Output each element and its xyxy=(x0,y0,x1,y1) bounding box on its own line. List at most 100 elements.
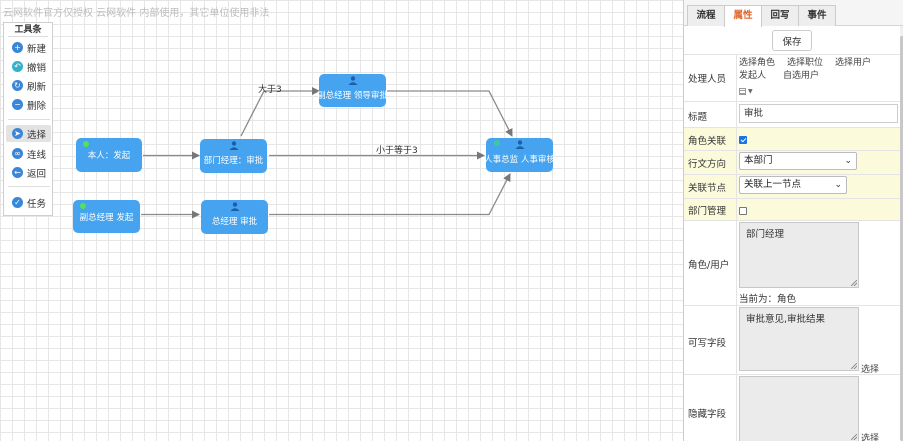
status-dot-icon xyxy=(494,140,500,146)
property-panel: 流程 属性 回写 事件 保存 处理人员 选择角色 选择职位 选择用户 发起人 自… xyxy=(683,0,903,441)
node-label: 副总经理 领导审批 xyxy=(317,90,388,101)
user-icon xyxy=(229,141,238,150)
row-divider xyxy=(684,198,900,199)
resize-grip-icon[interactable] xyxy=(851,280,857,286)
dept-manage-checkbox[interactable] xyxy=(739,207,747,215)
title-input[interactable]: 审批 xyxy=(739,104,898,123)
tab-events[interactable]: 事件 xyxy=(798,5,836,26)
plus-circle-icon: + xyxy=(12,42,23,53)
resize-grip-icon[interactable] xyxy=(851,434,857,440)
writable-select-link[interactable]: 选择 xyxy=(861,365,880,375)
tool-return-button[interactable]: ← 返回 xyxy=(6,164,51,181)
node-label: 人事总监 人事审核 xyxy=(484,155,555,165)
row-divider xyxy=(684,54,900,55)
node-vice-gm-start[interactable]: 副总经理 发起 xyxy=(73,200,140,233)
node-hr-director[interactable]: 人事总监 人事审核 xyxy=(484,138,555,172)
tool-label: 连线 xyxy=(27,149,47,161)
tool-label: 撤销 xyxy=(27,62,47,74)
role-link-checkbox[interactable] xyxy=(739,136,747,144)
handler-label: 处理人员 xyxy=(688,74,727,85)
tab-properties[interactable]: 属性 xyxy=(724,5,762,27)
panel-tabs: 流程 属性 回写 事件 xyxy=(684,0,903,27)
node-dept-manager[interactable]: 部门经理：审批 xyxy=(200,139,267,173)
row-divider xyxy=(684,220,900,221)
user-icon xyxy=(230,202,239,211)
row-highlight xyxy=(684,128,900,150)
node-label: 部门经理：审批 xyxy=(203,156,264,166)
title-label: 标题 xyxy=(688,112,708,123)
tool-task-button[interactable]: ✓ 任务 xyxy=(6,194,51,211)
start-dot-icon xyxy=(80,203,86,209)
toolbox-title: 工具条 xyxy=(8,23,48,37)
role-user-current: 当前为：角色 xyxy=(739,294,797,305)
chevron-down-icon: ⌄ xyxy=(844,156,852,166)
select-position-link[interactable]: 选择职位 xyxy=(787,58,824,68)
writable-value: 审批意见,审批结果 xyxy=(746,314,826,325)
row-divider xyxy=(684,305,900,306)
hidden-textarea[interactable] xyxy=(739,376,859,441)
chevron-down-icon: ⌄ xyxy=(834,180,842,190)
user-icon xyxy=(348,76,357,85)
role-user-value: 部门经理 xyxy=(746,229,785,240)
linked-node-select[interactable]: 关联上一节点 ⌄ xyxy=(739,176,847,194)
minus-circle-icon: − xyxy=(12,99,23,110)
row-divider xyxy=(684,374,900,375)
tool-delete-button[interactable]: − 删除 xyxy=(6,96,51,113)
edge-label-less-equal-3: 小于等于3 xyxy=(376,146,418,156)
tool-undo-button[interactable]: ↶ 撤销 xyxy=(6,58,51,75)
node-label: 总经理 审批 xyxy=(211,217,258,227)
role-user-textarea[interactable]: 部门经理 xyxy=(739,222,859,288)
panel-scrollbar[interactable] xyxy=(900,26,903,441)
direction-select[interactable]: 本部门 ⌄ xyxy=(739,152,857,170)
edge-dept-to-vicegm[interactable] xyxy=(240,87,320,137)
tool-new-button[interactable]: + 新建 xyxy=(6,39,51,56)
scrollbar-thumb[interactable] xyxy=(900,36,903,441)
resize-grip-icon[interactable] xyxy=(851,363,857,369)
tab-flow[interactable]: 流程 xyxy=(687,5,725,26)
flow-canvas[interactable]: 云网软件官方仅授权 云网软件 内部使用，其它单位使用非法 大于3 小于等于3 本… xyxy=(0,0,683,441)
hidden-select-link[interactable]: 选择 xyxy=(861,434,880,441)
node-vice-gm-leader[interactable]: 副总经理 领导审批 xyxy=(317,74,388,107)
tool-connect-button[interactable]: ∞ 连线 xyxy=(6,145,51,162)
tool-select-button[interactable]: ➤ 选择 xyxy=(6,125,51,142)
tool-label: 刷新 xyxy=(27,81,47,93)
select-user-link[interactable]: 选择用户 xyxy=(835,58,872,68)
tool-label: 选择 xyxy=(27,129,47,141)
dept-manage-label: 部门管理 xyxy=(688,206,727,217)
select-role-link[interactable]: 选择角色 xyxy=(739,58,776,68)
row-divider xyxy=(684,101,900,102)
linked-node-label: 关联节点 xyxy=(688,183,727,194)
undo-icon: ↶ xyxy=(12,61,23,72)
initiator-link[interactable]: 发起人 xyxy=(739,71,767,81)
link-icon: ∞ xyxy=(12,148,23,159)
row-divider xyxy=(684,174,900,175)
row-divider xyxy=(684,127,900,128)
return-icon: ← xyxy=(12,167,23,178)
tool-label: 新建 xyxy=(27,43,47,55)
edge-gm-to-hr[interactable] xyxy=(269,173,511,216)
column-divider xyxy=(736,54,737,441)
edge-label-greater-than-3: 大于3 xyxy=(258,85,282,95)
direction-label: 行文方向 xyxy=(688,159,727,170)
tool-label: 任务 xyxy=(27,198,47,210)
hidden-label: 隐藏字段 xyxy=(688,409,727,420)
self-select-user-link[interactable]: 自选用户 xyxy=(783,71,820,81)
row-highlight xyxy=(684,198,900,220)
tool-refresh-button[interactable]: ↻ 刷新 xyxy=(6,77,51,94)
save-button[interactable]: 保存 xyxy=(772,30,812,51)
tool-label: 返回 xyxy=(27,168,47,180)
role-user-label: 角色/用户 xyxy=(688,260,730,271)
toolbox-divider xyxy=(8,119,50,120)
grid-dropdown-icon[interactable]: ▼ xyxy=(739,87,755,96)
writable-textarea[interactable]: 审批意见,审批结果 xyxy=(739,307,859,371)
flow-connectors xyxy=(141,87,513,219)
check-circle-icon: ✓ xyxy=(12,197,23,208)
tool-label: 删除 xyxy=(27,100,47,112)
toolbox: 工具条 + 新建 ↶ 撤销 ↻ 刷新 − 删除 ➤ 选择 ∞ 连线 ← 返回 xyxy=(3,22,53,216)
tab-writeback[interactable]: 回写 xyxy=(761,5,799,26)
node-gm-approve[interactable]: 总经理 审批 xyxy=(201,200,268,234)
refresh-icon: ↻ xyxy=(12,80,23,91)
edge-vicegm-to-hr[interactable] xyxy=(387,90,513,137)
node-self-start[interactable]: 本人：发起 xyxy=(76,138,142,172)
row-divider xyxy=(684,150,900,151)
